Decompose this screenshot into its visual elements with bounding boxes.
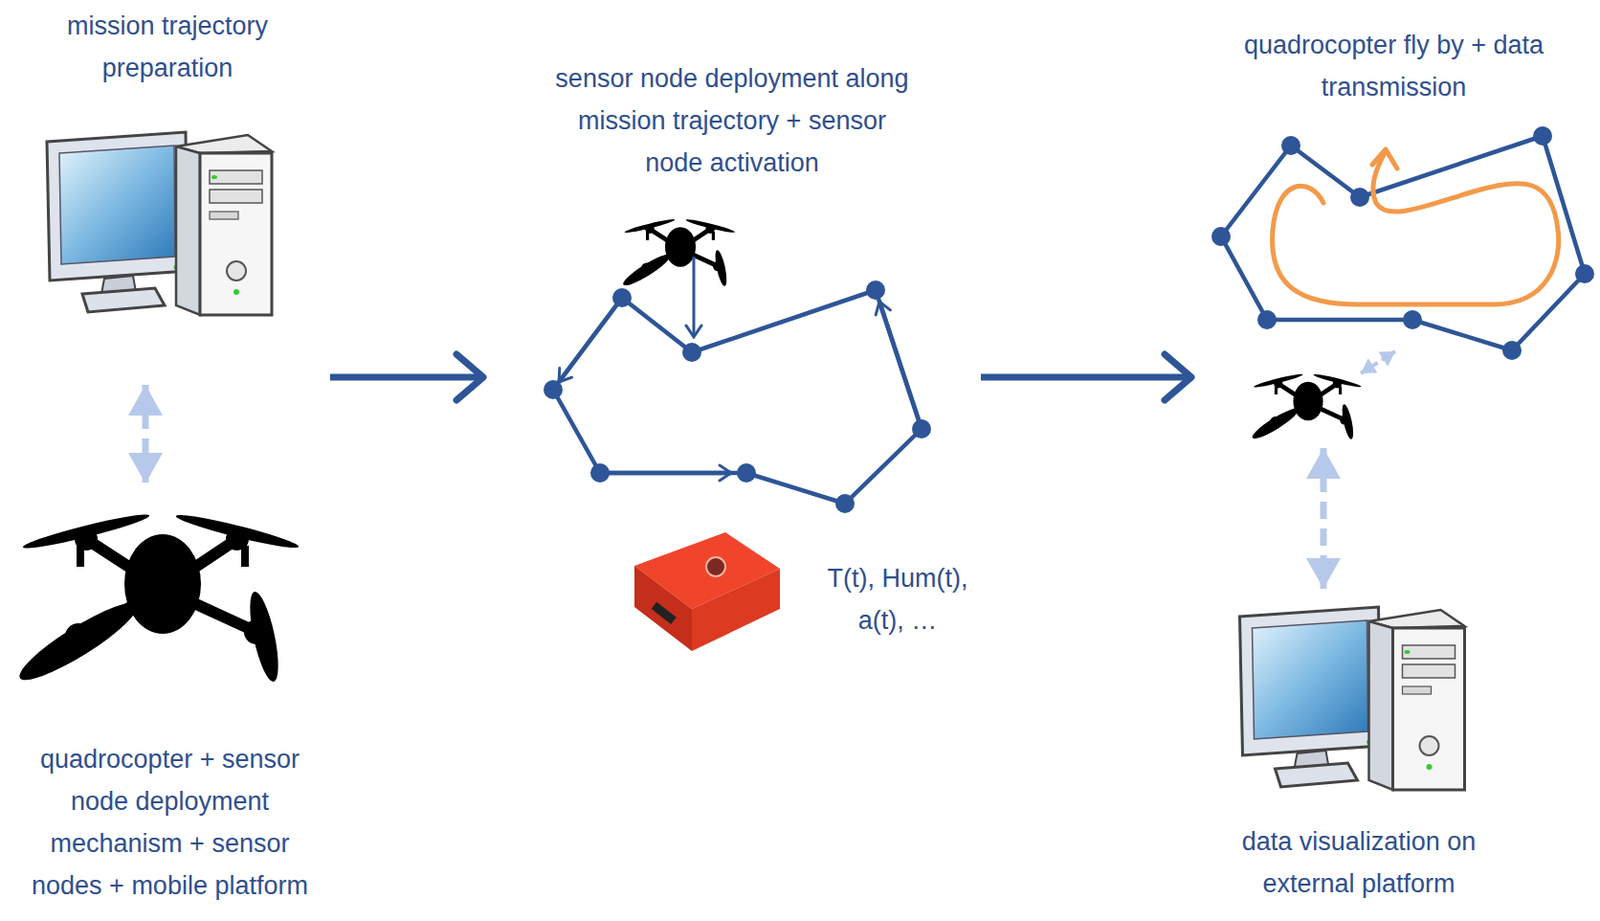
stage-label: quadrocopter + sensor node deployment me… [12,737,329,907]
stage-label: quadrocopter fly by + data transmission [1241,23,1548,109]
computer-icon [46,132,272,315]
stage-caption: data visualization on external platform [1210,820,1508,905]
stage-caption: sensor node deployment along mission tra… [550,57,914,184]
link-arrow [1320,447,1328,589]
stage-label: data visualization on external platform [1210,820,1508,905]
stage-caption: quadrocopter + sensor node deployment me… [12,737,329,907]
flow-arrow [330,374,484,381]
quadrocopter-icon [12,510,300,690]
stage-caption: quadrocopter fly by + data transmission [1241,23,1548,109]
quadrocopter-icon [620,217,735,289]
flow-arrow [980,374,1192,381]
quadrocopter-icon [1249,372,1362,443]
stage-group: quadrocopter + sensor node deployment me… [4,483,335,914]
sensor-node-icon [634,532,780,651]
stage-label: mission trajectory preparation [38,4,297,89]
stage-label: sensor node deployment along mission tra… [550,57,914,184]
stage-group: data visualization on external platform [1186,588,1532,912]
stage-group: sensor node deployment along mission tra… [483,52,981,527]
link-arrow [142,384,150,484]
stage-group: quadrocopter fly by + data transmission [1191,19,1597,448]
drop-arrow [692,256,696,337]
stage-caption: mission trajectory preparation [38,4,297,89]
computer-icon [1240,606,1466,790]
fly-by-trajectory [1211,126,1595,360]
stage-group: mission trajectory preparation [4,4,331,385]
sensor-values: T(t), Hum(t), a(t), … [811,556,984,642]
radio-link [1360,351,1396,374]
mission-trajectory [543,280,932,513]
